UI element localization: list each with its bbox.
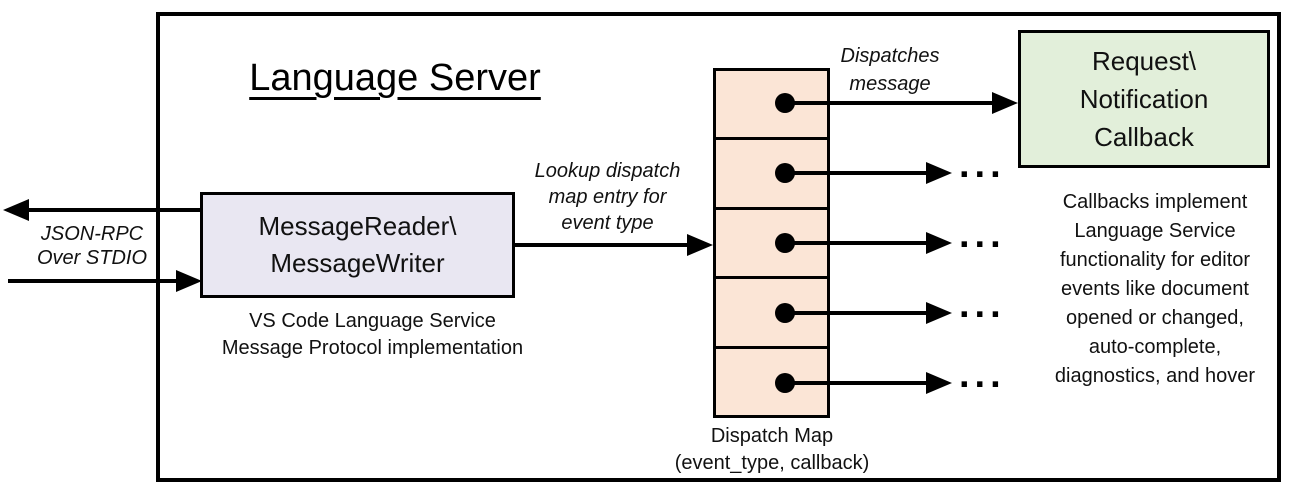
- dispatch-map-cell: [716, 210, 827, 280]
- reader-caption: VS Code Language Service Message Protoco…: [221, 310, 524, 359]
- ellipsis-row-3: ...: [959, 214, 1006, 256]
- ellipsis-row-5: ...: [959, 354, 1006, 396]
- stdio-label: JSON-RPC Over STDIO: [36, 223, 147, 269]
- dispatch-map-cell: [716, 140, 827, 210]
- ellipsis-row-2: ...: [959, 144, 1006, 186]
- request-notification-callback-box: Request\ Notification Callback: [1018, 30, 1270, 168]
- callbacks-note: Callbacks implement Language Service fun…: [1054, 191, 1256, 387]
- message-reader-writer-label: MessageReader\ MessageWriter: [258, 211, 457, 278]
- dispatch-map-caption: Dispatch Map (event_type, callback): [674, 425, 870, 474]
- dispatch-map-cell: [716, 279, 827, 349]
- dispatches-message-label: Dispatches message: [840, 45, 940, 95]
- lookup-label: Lookup dispatch map entry for event type: [534, 160, 681, 234]
- language-server-frame: [156, 12, 1281, 482]
- diagram-title: Language Server: [249, 57, 541, 99]
- message-reader-writer-box: MessageReader\ MessageWriter: [200, 192, 515, 298]
- dispatch-map-cell: [716, 349, 827, 415]
- dispatch-map-cell: [716, 71, 827, 141]
- request-notification-callback-label: Request\ Notification Callback: [1079, 46, 1209, 152]
- dispatch-map-table: [713, 68, 830, 418]
- ellipsis-row-4: ...: [959, 284, 1006, 326]
